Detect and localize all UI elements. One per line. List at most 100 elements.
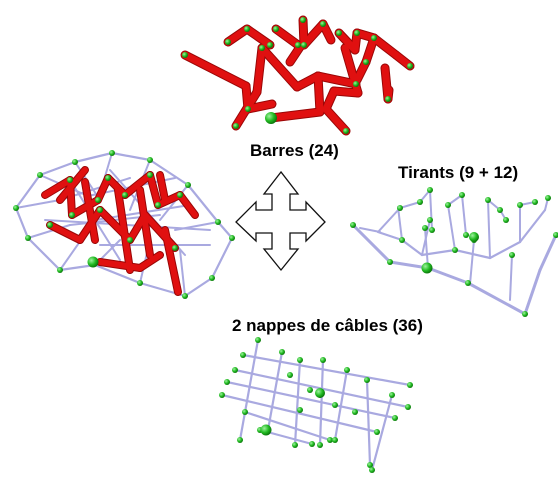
cable-layer-b [333,368,349,442]
bar [69,197,101,218]
node [343,128,349,134]
bar [267,108,324,122]
cable [216,220,234,240]
cable [93,263,142,285]
node [155,202,161,208]
bar [177,192,198,218]
bars-label: Barres (24) [250,141,339,160]
bar [115,187,133,273]
node [405,404,411,410]
node [417,199,423,205]
node [273,26,279,32]
cable-layer-b [266,350,284,432]
cable-layer-a [243,410,332,442]
node [332,437,338,443]
bar [95,175,111,203]
node [297,357,303,363]
node [309,441,315,447]
node [317,442,323,448]
node [229,235,235,241]
node [353,81,359,87]
node [517,202,523,208]
bar [300,20,327,49]
node [320,357,326,363]
cable-layer-b [293,358,302,447]
node [87,256,99,268]
node [215,219,221,225]
bar [362,34,378,66]
node [532,199,538,205]
node [225,39,231,45]
cable-layer-a [241,353,412,387]
node [147,172,153,178]
node [385,96,391,102]
bar [82,179,98,243]
bar [293,72,322,91]
bar [162,227,181,295]
cable-layer-b [365,378,372,467]
node [399,237,405,243]
node [182,52,188,58]
cable [15,199,61,209]
ties-structure [350,187,558,317]
tie [351,223,392,264]
tie [359,227,381,233]
bar [314,72,324,116]
bar [243,25,274,49]
cable [14,173,42,210]
node [344,367,350,373]
node [259,45,265,51]
bar [253,44,266,96]
bar [137,252,163,271]
bar [157,172,168,203]
node [72,159,78,165]
bar [42,177,73,198]
node [553,232,558,238]
node [209,275,215,281]
node [427,217,433,223]
bar [47,222,83,243]
bar [181,51,250,90]
node [177,192,183,198]
node [242,409,248,415]
node [297,407,303,413]
node [367,462,373,468]
node [109,150,115,156]
node [279,349,285,355]
node [232,367,238,373]
node [503,217,509,223]
tie [488,240,522,260]
bar [330,87,362,97]
tie [426,266,470,285]
node [315,388,325,398]
cable-layer-a [225,380,397,420]
tie [487,199,491,259]
bar [137,187,153,258]
node [13,205,19,211]
node [354,30,360,36]
bar [224,25,251,46]
tie [400,238,424,257]
cable [186,183,220,224]
node [172,245,178,251]
node [374,429,380,435]
tie [424,227,429,269]
ties-label: Tirants (9 + 12) [398,163,518,182]
bar [105,175,128,198]
node [445,202,451,208]
bars-structure [180,15,415,136]
cable [210,236,234,280]
bar [286,43,304,66]
node [332,402,338,408]
node [336,30,342,36]
tie [538,233,558,272]
bar [122,172,153,198]
cable [38,160,77,177]
node [497,207,503,213]
node [364,377,370,383]
cable [183,276,214,298]
node [265,112,277,124]
node [25,235,31,241]
node [95,197,101,203]
